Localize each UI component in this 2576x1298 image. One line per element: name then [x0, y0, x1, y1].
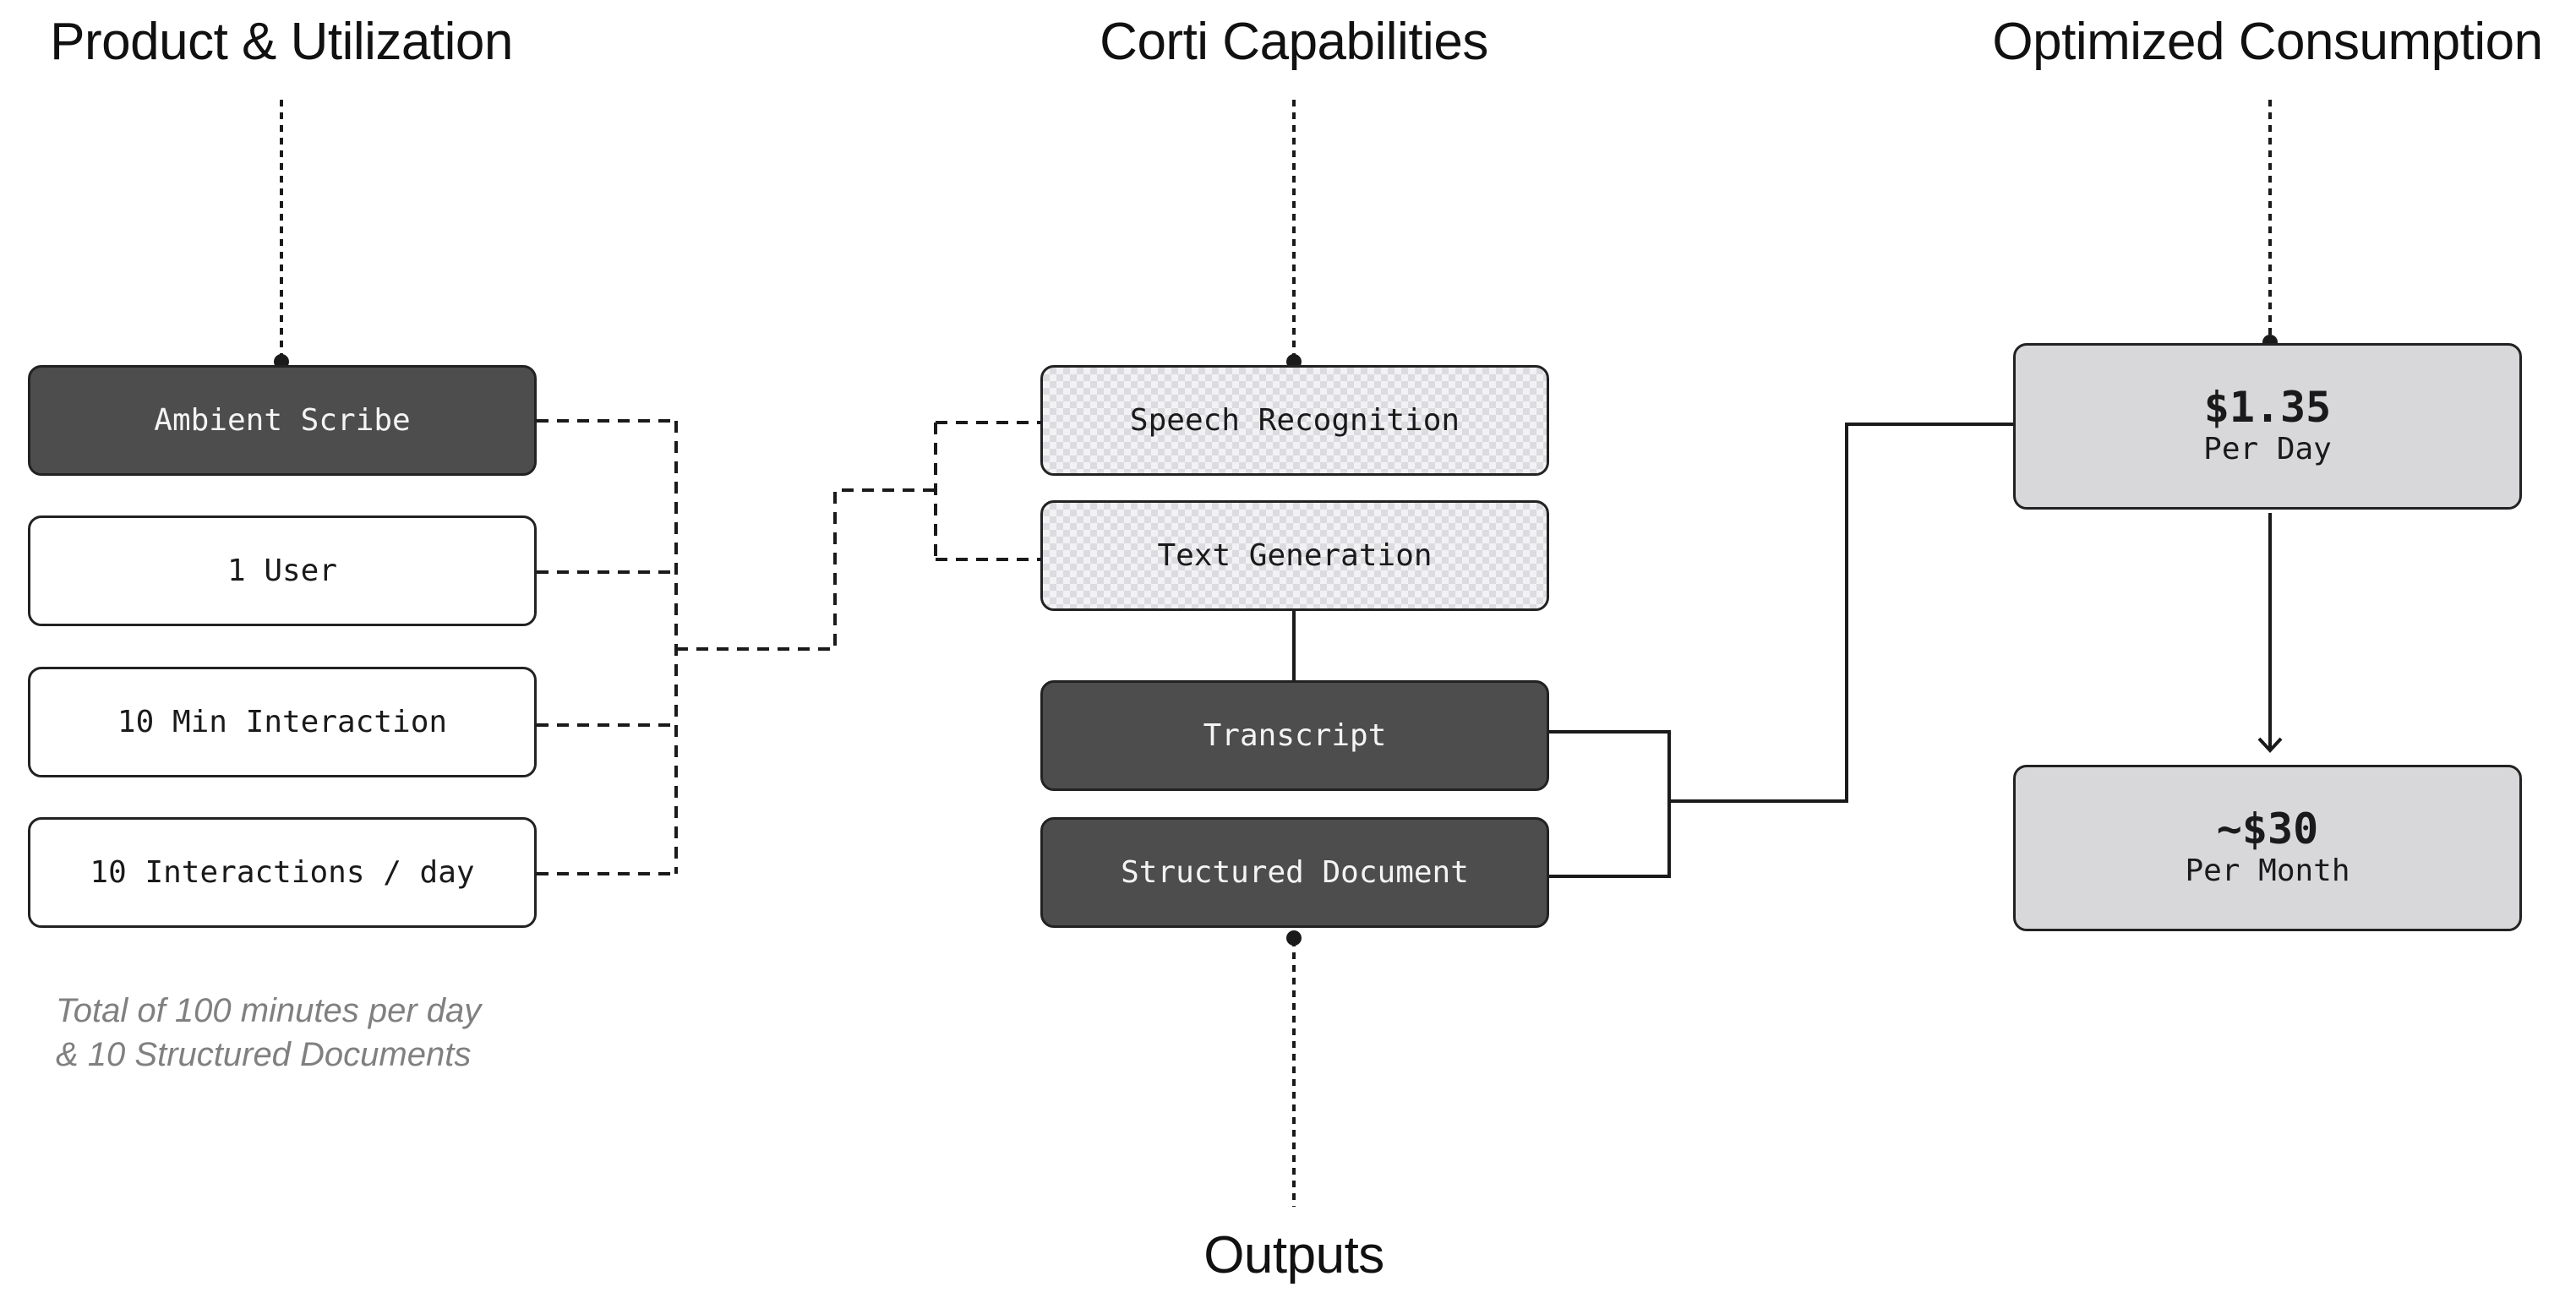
- capability-box-text-generation: Text Generation: [1040, 500, 1549, 611]
- note-line-2: & 10 Structured Documents: [56, 1036, 472, 1073]
- price-box-daily: $1.35 Per Day: [2013, 343, 2522, 510]
- utilization-note: Total of 100 minutes per day & 10 Struct…: [56, 989, 481, 1077]
- outputs-bracket: [1549, 730, 1671, 878]
- product-label: 10 Min Interaction: [117, 705, 448, 739]
- product-label: Ambient Scribe: [154, 403, 411, 438]
- heading-outputs: Outputs: [1203, 1226, 1384, 1284]
- monthly-amount: ~$30: [2216, 804, 2319, 854]
- heading-product-utilization: Product & Utilization: [50, 13, 513, 71]
- anchor-dot-outputs: [1286, 930, 1302, 946]
- output-label: Transcript: [1203, 718, 1387, 753]
- outputs-to-price: [1669, 423, 2013, 803]
- capability-box-speech-recognition: Speech Recognition: [1040, 365, 1549, 476]
- heading-optimized-consumption: Optimized Consumption: [1992, 13, 2543, 71]
- arrowhead-icon: [2257, 737, 2283, 753]
- product-bus: [537, 419, 1040, 875]
- heading-corti-capabilities: Corti Capabilities: [1100, 13, 1488, 71]
- output-label: Structured Document: [1121, 855, 1469, 890]
- monthly-period: Per Month: [2185, 854, 2350, 889]
- product-box-interaction-length: 10 Min Interaction: [28, 667, 537, 777]
- output-box-structured-document: Structured Document: [1040, 817, 1549, 928]
- product-box-ambient-scribe: Ambient Scribe: [28, 365, 537, 476]
- daily-period: Per Day: [2203, 432, 2332, 467]
- product-box-users: 1 User: [28, 515, 537, 626]
- note-line-1: Total of 100 minutes per day: [56, 992, 482, 1029]
- product-box-interactions-per-day: 10 Interactions / day: [28, 817, 537, 928]
- capability-label: Text Generation: [1157, 538, 1433, 573]
- product-label: 1 User: [226, 554, 338, 588]
- capability-label: Speech Recognition: [1129, 403, 1460, 438]
- daily-amount: $1.35: [2203, 383, 2332, 433]
- product-label: 10 Interactions / day: [90, 855, 475, 890]
- output-box-transcript: Transcript: [1040, 680, 1549, 791]
- price-box-monthly: ~$30 Per Month: [2013, 765, 2522, 931]
